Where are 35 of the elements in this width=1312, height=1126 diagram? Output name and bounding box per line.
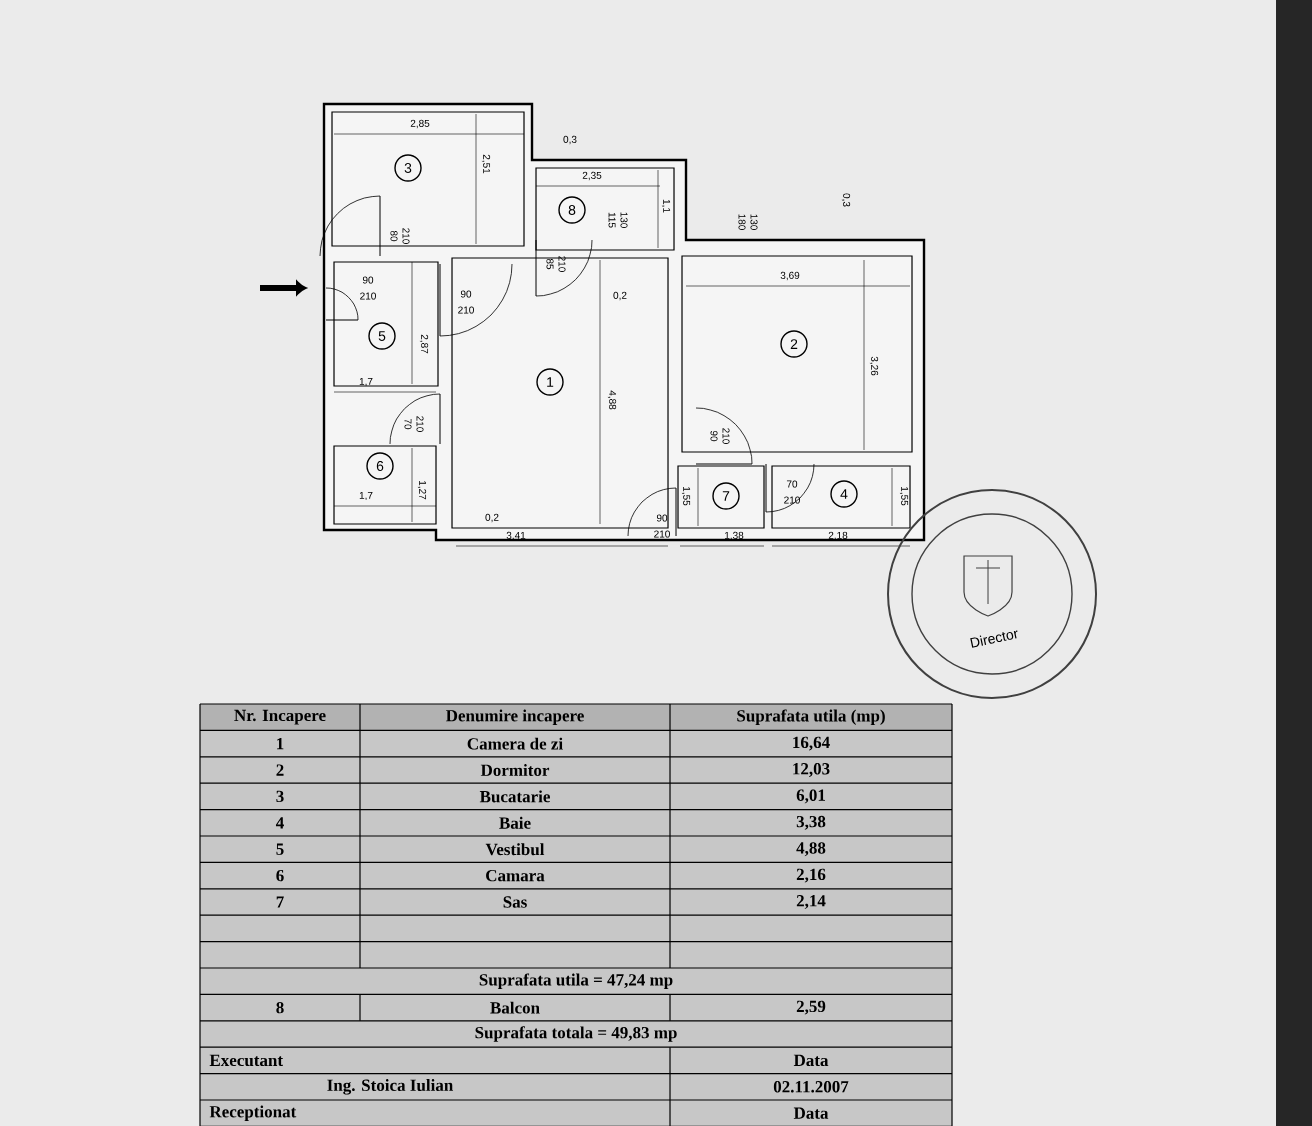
table-text: 8 (276, 1001, 284, 1014)
table-text: Sas (503, 896, 527, 908)
table-text: 02.11.2007 (773, 1081, 849, 1093)
table-text: 2,16 (796, 868, 826, 883)
table-text: Dormitor (480, 764, 550, 776)
table-text: Baie (499, 816, 531, 829)
table-text: 7 (276, 896, 284, 908)
table-text: 6,01 (796, 789, 825, 804)
table-text: Vestibul (485, 843, 545, 856)
table-text: 4,88 (796, 842, 826, 857)
table-text: 3,38 (796, 815, 826, 830)
table-text: Data (793, 1107, 829, 1119)
table-text: 2,59 (796, 1000, 826, 1015)
table-text: 3 (276, 790, 284, 803)
table-text: 4 (276, 817, 284, 829)
table-text: Balcon (490, 1001, 540, 1014)
table-text: Executant (209, 1054, 283, 1067)
table-text: Suprafata totala = 49,83 mp (475, 1026, 677, 1042)
table-text: Suprafata utila = 47,24 mp (479, 973, 673, 989)
table-text: Camera de zi (467, 737, 563, 750)
table-text: 2,14 (796, 895, 826, 909)
table-text: Bucatarie (479, 790, 550, 803)
table-text: 6 (276, 869, 284, 882)
table-text: Receptionat (209, 1105, 297, 1121)
table-text: Nr. Incapere (234, 709, 326, 725)
table-text: Ing. Stoica Iulian (327, 1079, 454, 1095)
table-text: Data (793, 1054, 829, 1067)
table-text: 16,64 (793, 736, 830, 751)
table-text: Camara (486, 869, 545, 882)
table-text: 5 (276, 843, 284, 855)
table-text: Suprafata utila (mp) (737, 709, 885, 725)
table-text: 12,03 (793, 763, 830, 777)
table-text: 2 (276, 764, 284, 776)
table-text: Denumire incapere (446, 709, 584, 725)
table-text: 1 (277, 738, 284, 750)
